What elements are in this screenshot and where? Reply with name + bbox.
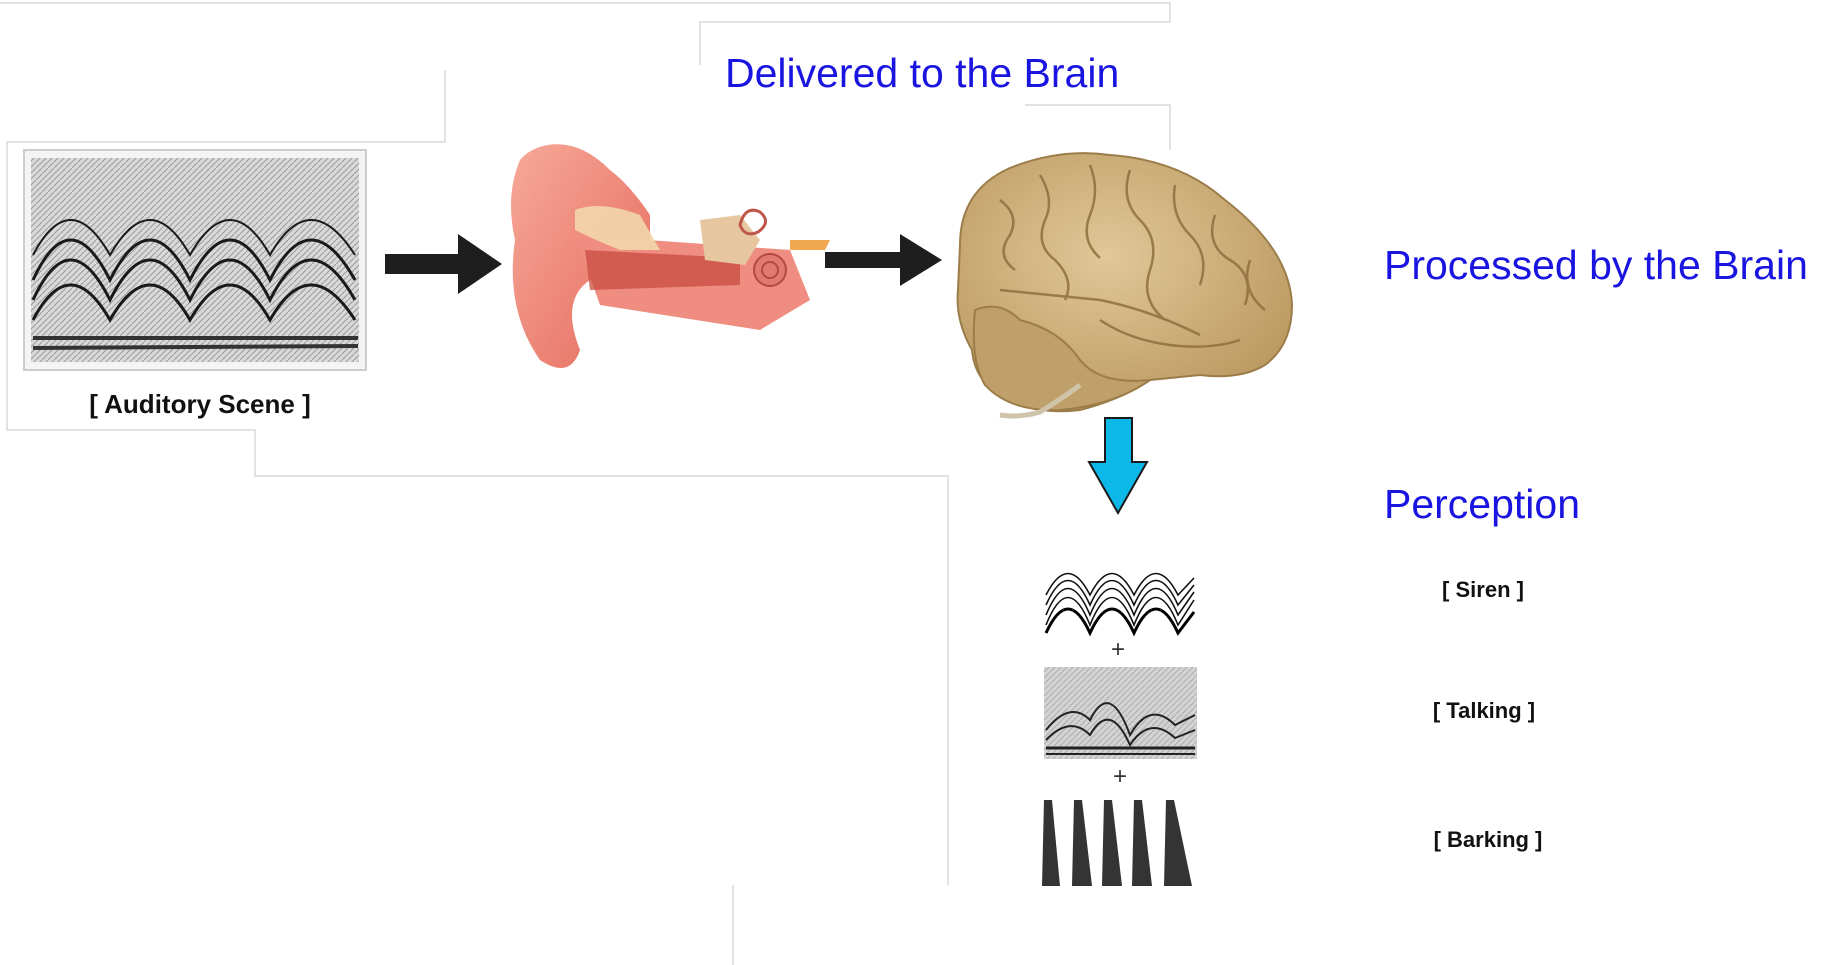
barking-spectrogram [1042,796,1194,888]
plus-sign: + [1113,763,1127,790]
ear-illustration [511,144,830,368]
siren-spectrogram [1044,552,1196,636]
talking-label: [ Talking ] [1433,698,1535,723]
siren-label: [ Siren ] [1442,577,1524,602]
right-arrow-icon [385,234,502,294]
plus-sign: + [1111,636,1125,663]
frame-lines [0,3,1170,965]
perception-label: Perception [1384,481,1580,527]
talking-spectrogram [1044,667,1197,759]
auditory-scene-spectrogram [24,150,366,370]
right-arrow-icon [825,234,942,286]
down-arrow-icon [1089,418,1147,513]
brain-illustration [958,153,1292,416]
barking-label: [ Barking ] [1434,827,1543,852]
processed-by-brain-label: Processed by the Brain [1384,242,1808,288]
delivered-to-brain-label: Delivered to the Brain [725,50,1119,96]
auditory-scene-label: [ Auditory Scene ] [89,389,311,419]
